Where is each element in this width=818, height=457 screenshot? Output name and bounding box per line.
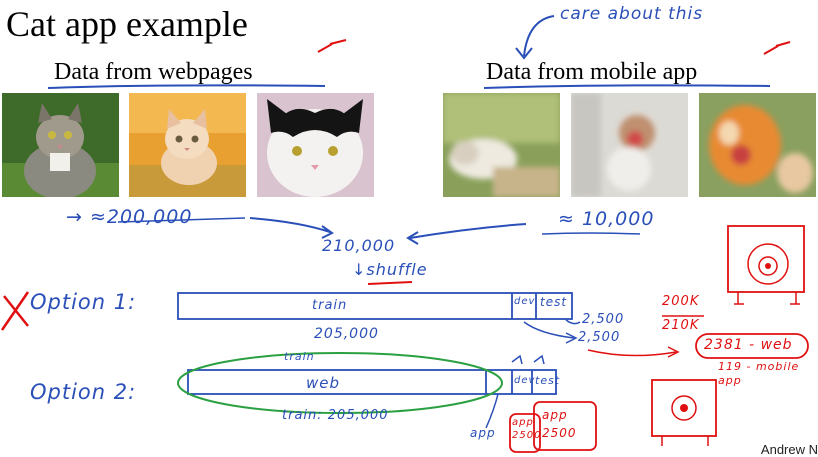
note-web-count: → ≈200,000 <box>66 206 193 228</box>
photo-web-black-white-cat <box>257 93 374 197</box>
option1-dev-count: 2,500 <box>578 330 621 345</box>
note-shuffle: ↓shuffle <box>352 260 428 279</box>
option1-test-label: test <box>540 295 568 309</box>
option1-test-count: 2,500 <box>582 312 625 327</box>
note-ratio-denominator: 210K <box>662 318 700 333</box>
heading-webpages: Data from webpages <box>54 59 253 85</box>
option2-app-label: app <box>470 426 496 440</box>
author-credit: Andrew N <box>760 442 818 457</box>
option2-train-top-label: train <box>284 350 315 363</box>
photo-mobile-yawning-kitten <box>571 93 688 197</box>
option2-train-count: train: 205,000 <box>282 408 389 423</box>
option2-web-label: web <box>306 374 341 392</box>
option2-test-app-box: app 2500 <box>542 408 577 440</box>
note-care-about-this: care about this <box>560 4 704 24</box>
label-option-2: Option 2: <box>30 380 137 404</box>
option2-dev-label: dev <box>514 375 536 386</box>
photo-web-ginger-kitten <box>129 93 246 197</box>
photo-mobile-orange-cat-yawning <box>699 93 816 197</box>
note-ratio-numerator: 200K <box>662 294 700 309</box>
photo-mobile-white-cat-lying <box>443 93 560 197</box>
option1-train-count: 205,000 <box>314 326 379 342</box>
note-mobile-expected: 119 - mobile app <box>718 360 800 387</box>
heading-mobile-app: Data from mobile app <box>486 59 698 85</box>
label-option-1: Option 1: <box>30 290 137 314</box>
note-total-count: 210,000 <box>322 236 396 255</box>
option2-dev-app-box: app 2500 <box>512 417 542 441</box>
note-web-expected: 2381 - web <box>704 337 793 353</box>
slide-title: Cat app example <box>6 4 248 44</box>
option2-test-label: test <box>535 374 561 387</box>
photo-web-tabby-cat <box>2 93 119 197</box>
note-mobile-count: ≈ 10,000 <box>558 208 655 230</box>
option1-train-label: train <box>312 298 348 313</box>
option1-dev-label: dev <box>514 296 536 307</box>
